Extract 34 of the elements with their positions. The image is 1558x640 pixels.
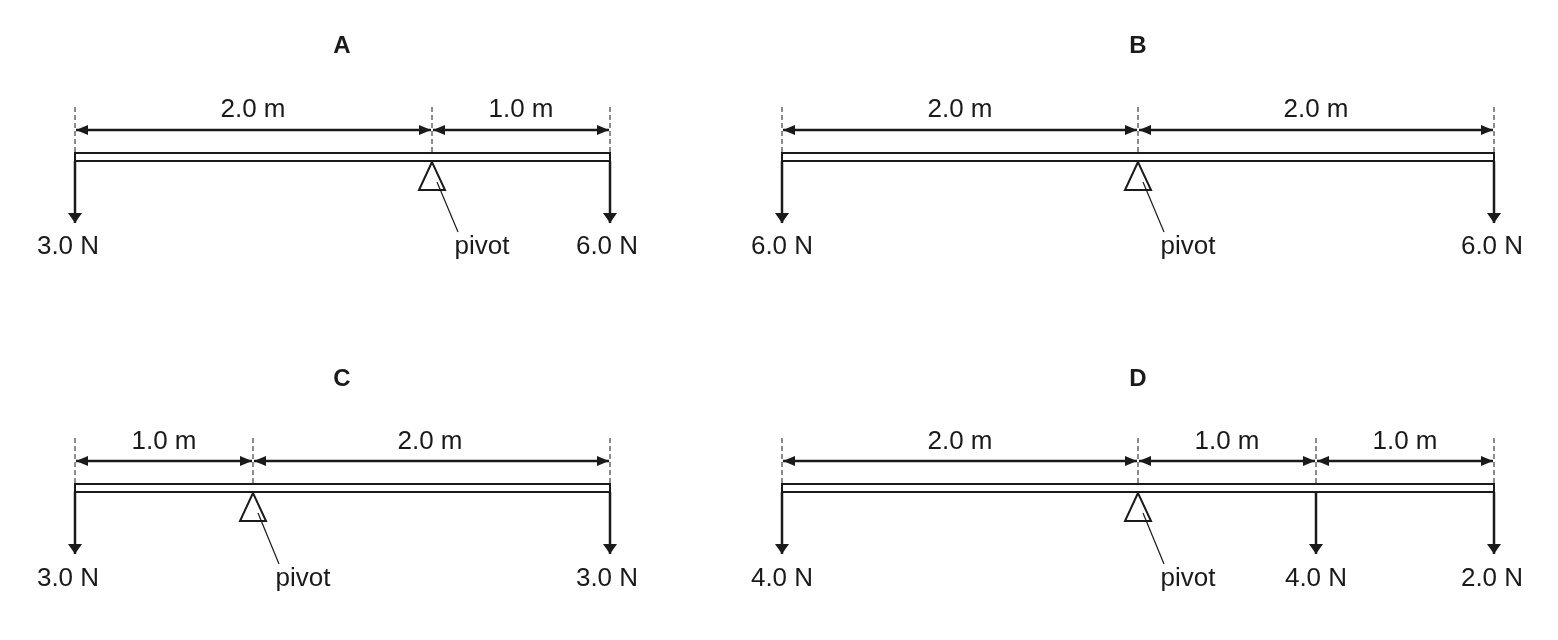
pivot-triangle	[238, 490, 268, 522]
force-label: 6.0 N	[575, 230, 639, 260]
force-label: 3.0 N	[36, 230, 100, 260]
force-label: 6.0 N	[1460, 230, 1524, 260]
leader-line	[257, 512, 280, 565]
dimension-label: 1.0 m	[131, 425, 197, 455]
pivot-label: pivot	[454, 230, 510, 260]
panel-letter: B	[1129, 30, 1147, 60]
leader-line	[1142, 181, 1165, 233]
pivot-label: pivot	[1160, 230, 1216, 260]
dimension-label: 2.0 m	[927, 93, 993, 123]
panel-letter: A	[333, 30, 351, 60]
dimension-label: 1.0 m	[488, 93, 554, 123]
panel-letter: C	[333, 363, 351, 393]
force-label: 3.0 N	[36, 562, 100, 592]
pivot-triangle	[1123, 490, 1153, 522]
force-label: 3.0 N	[575, 562, 639, 592]
leader-line	[1142, 512, 1165, 565]
pivot-triangle	[417, 159, 447, 191]
panel-letter: D	[1129, 363, 1147, 393]
dimension-label: 2.0 m	[397, 425, 463, 455]
leader-line	[436, 181, 459, 233]
dimension-label: 2.0 m	[1283, 93, 1349, 123]
force-label: 6.0 N	[750, 230, 814, 260]
dimension-label: 1.0 m	[1194, 425, 1260, 455]
dimension-label: 1.0 m	[1372, 425, 1438, 455]
pivot-triangle	[1123, 159, 1153, 191]
pivot-label: pivot	[275, 562, 331, 592]
force-label: 4.0 N	[1284, 562, 1348, 592]
pivot-label: pivot	[1160, 562, 1216, 592]
force-label: 4.0 N	[750, 562, 814, 592]
force-label: 2.0 N	[1460, 562, 1524, 592]
dimension-label: 2.0 m	[927, 425, 993, 455]
dimension-label: 2.0 m	[220, 93, 286, 123]
